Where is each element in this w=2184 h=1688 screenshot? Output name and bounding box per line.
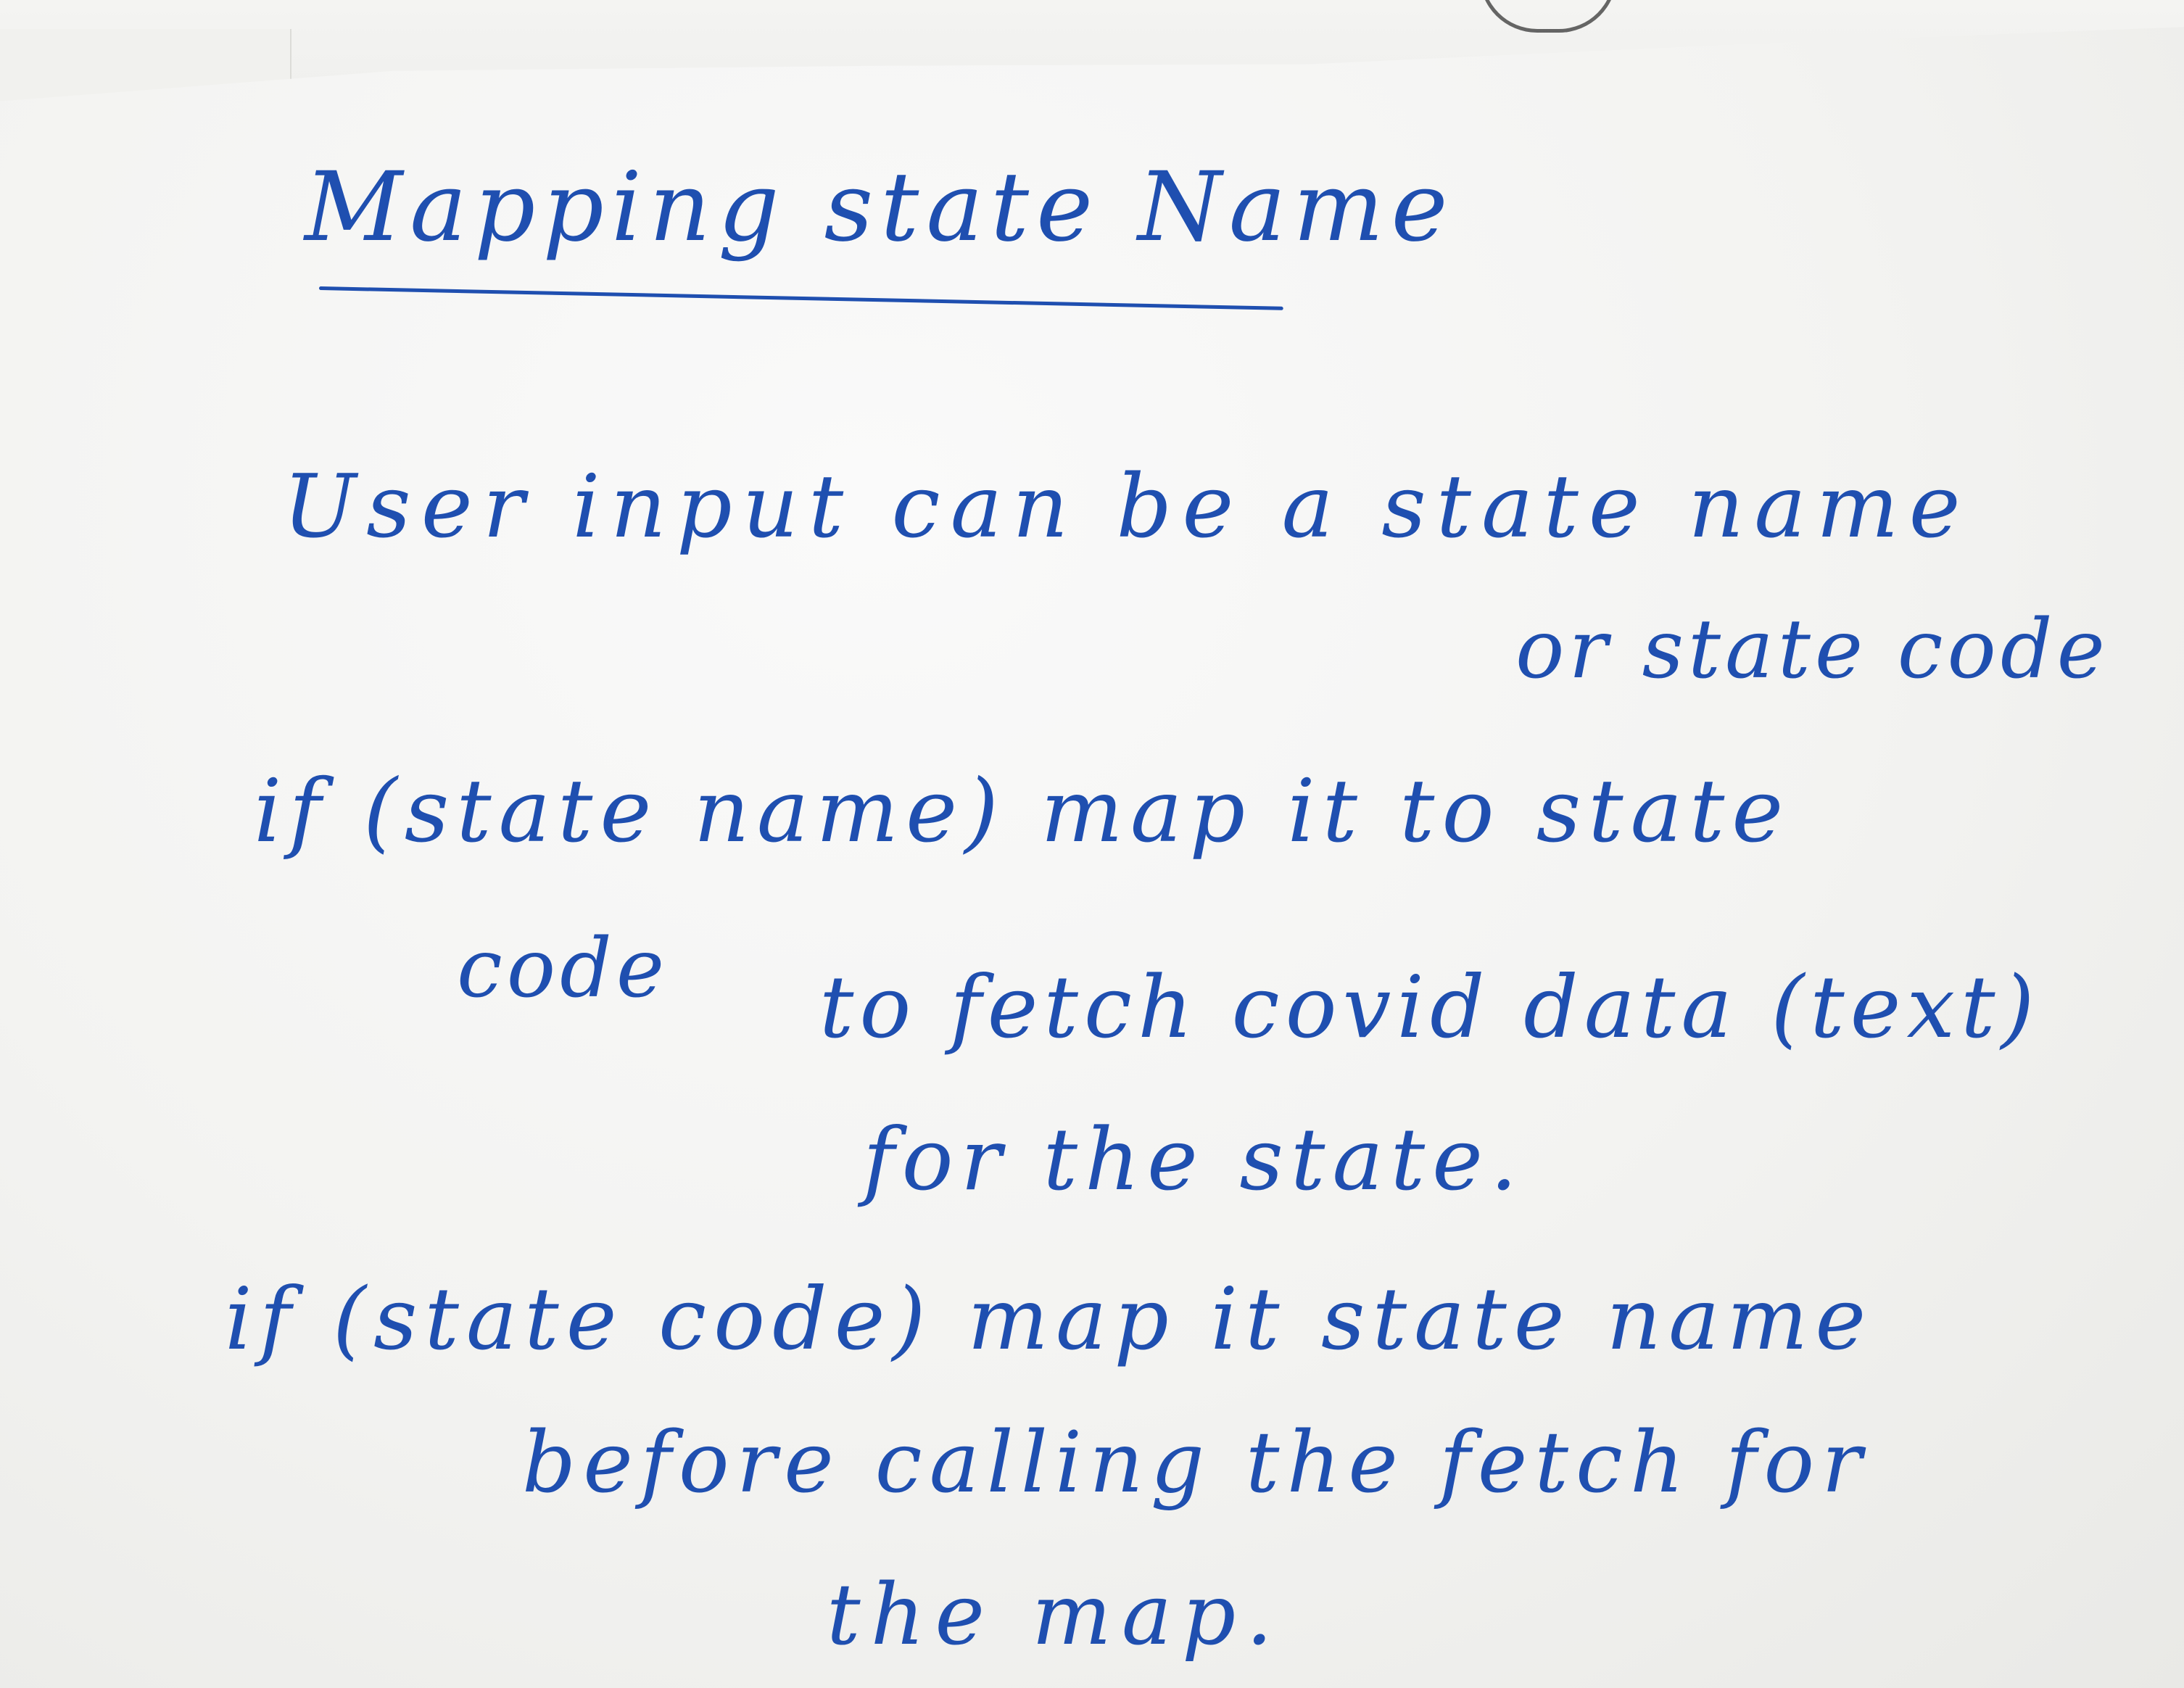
note-line-8: before calling the fetch for	[522, 1414, 1869, 1512]
note-line-4: code	[457, 922, 669, 1016]
note-line-7: if (state code) map it state name	[225, 1269, 1874, 1369]
note-line-5: to fetch covid data (text)	[819, 957, 2040, 1057]
note-line-3: if (state name) map it to state	[254, 761, 1791, 862]
note-title: Mapping state Name	[305, 152, 1455, 263]
note-line-2: or state code	[1515, 603, 2109, 697]
note-line-9: the map.	[827, 1566, 1283, 1664]
title-underline	[318, 286, 1283, 310]
note-line-6: for the state.	[863, 1109, 1525, 1209]
note-line-1: User input can be a state name	[283, 457, 1971, 558]
